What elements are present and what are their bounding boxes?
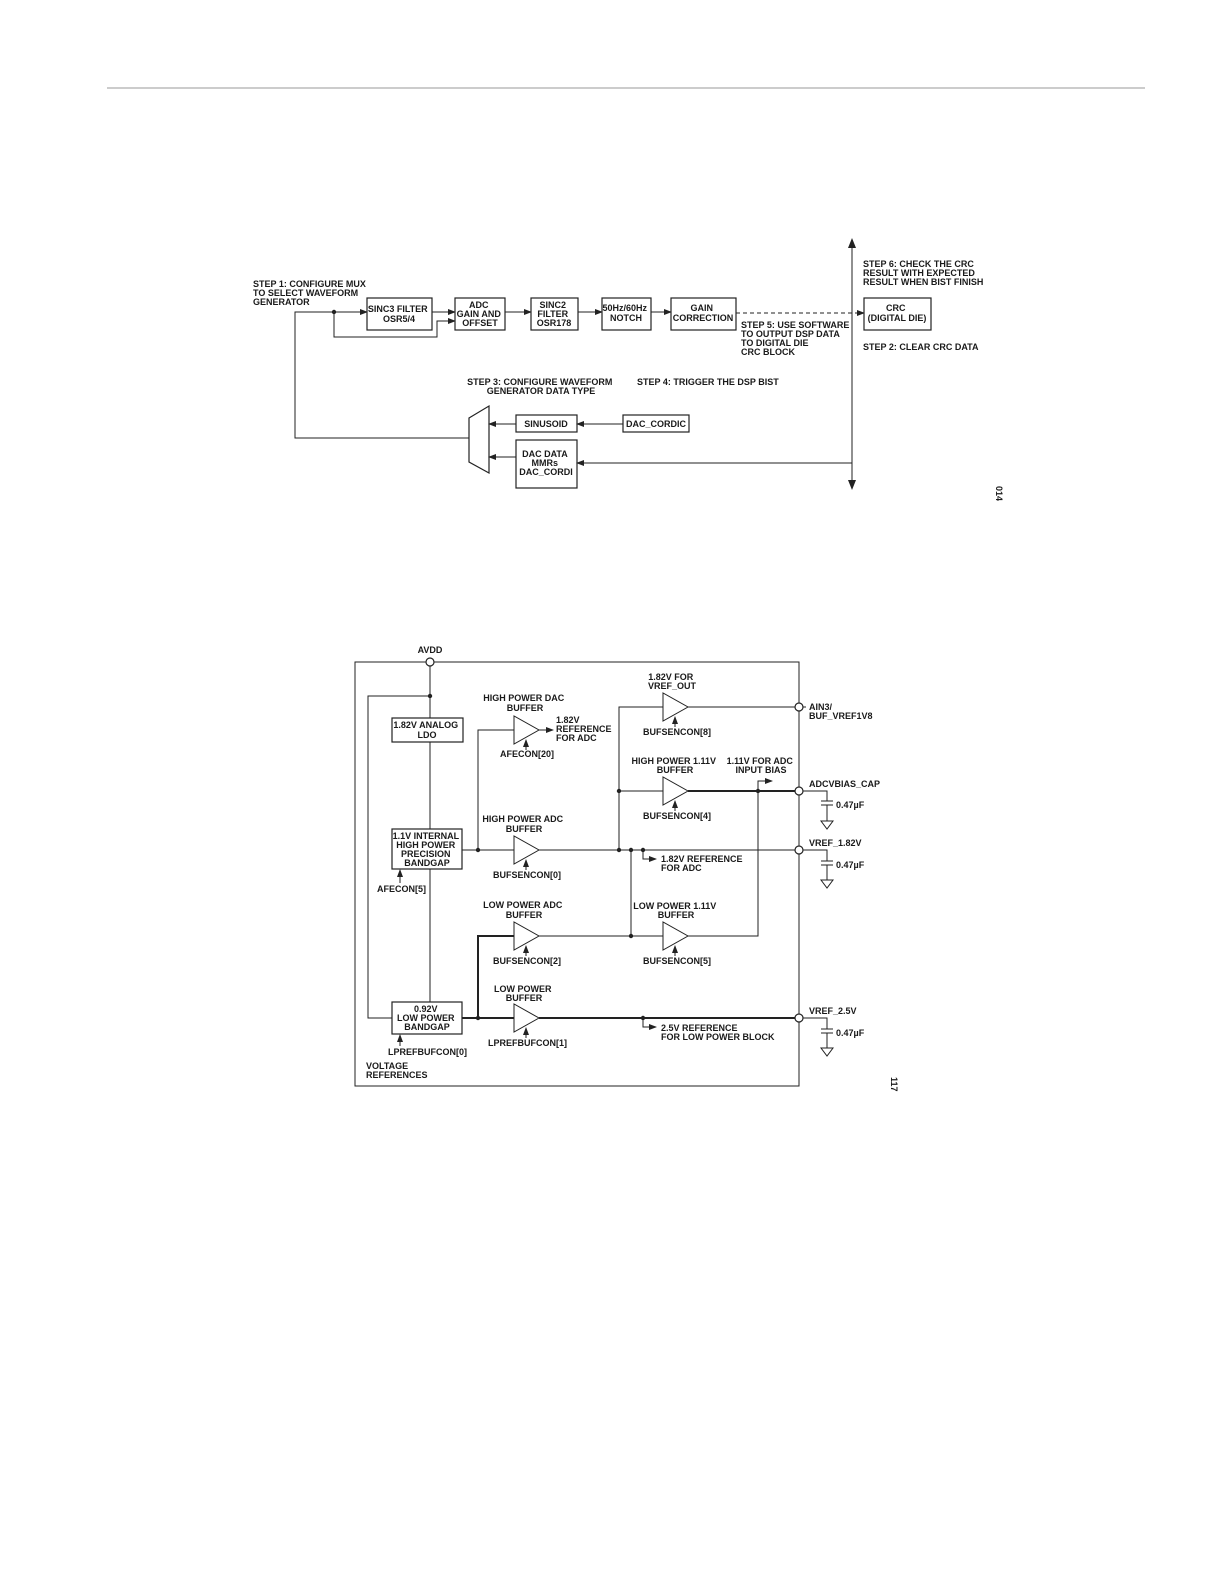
adcvbias-pin — [794, 786, 804, 796]
ground-icon — [820, 1047, 834, 1057]
voltage-references-boundary — [354, 661, 800, 1087]
bufsencon8-label: BUFSENCON[8] — [643, 727, 711, 737]
ain3-pin-label: AIN3/ BUF_VREF1V8 — [809, 702, 873, 721]
ground-icon — [820, 879, 834, 889]
lp-buffer-label: LOW POWER BUFFER — [494, 984, 554, 1003]
vref-out-label: 1.82V FOR VREF_OUT — [648, 672, 697, 691]
adc-gain-offset-label: ADC GAIN AND OFFSET — [457, 300, 504, 328]
gain-correction-block — [670, 297, 737, 331]
mux-block — [468, 404, 490, 475]
ref-182-adc-mid-label: 1.82V REFERENCE FOR ADC — [661, 854, 745, 873]
avdd-label: AVDD — [418, 645, 443, 655]
vref-182-pin-label: VREF_1.82V — [809, 838, 862, 848]
step4-label: STEP 4: TRIGGER THE DSP BIST — [637, 377, 779, 387]
step2-label: STEP 2: CLEAR CRC DATA — [863, 342, 979, 352]
hp-dac-buffer-amp — [513, 715, 541, 745]
sinc3-filter-block — [366, 297, 433, 331]
bufsencon2-label: BUFSENCON[2] — [493, 956, 561, 966]
dac-data-mmr-label: DAC DATA MMRs DAC_CORDI — [519, 449, 573, 477]
afecon20-label: AFECON[20] — [500, 749, 554, 759]
gain-correction-label: GAIN CORRECTION — [673, 303, 734, 323]
lp-bandgap-block — [391, 1001, 463, 1035]
hp-111v-buffer-amp — [662, 776, 690, 806]
afecon5-label: AFECON[5] — [377, 884, 426, 894]
step1-label: STEP 1: CONFIGURE MUX TO SELECT WAVEFORM… — [253, 279, 368, 307]
hp-bandgap-block — [391, 828, 463, 870]
vref-diagram: AVDD 1.82V ANALOG LDO 1.1V INTERNAL HIGH… — [354, 645, 899, 1092]
bufsencon5-label: BUFSENCON[5] — [643, 956, 711, 966]
hp-adc-buffer-amp — [513, 835, 541, 865]
adcvbias-pin-label: ADCVBIAS_CAP — [809, 779, 880, 789]
adc-gain-offset-block — [454, 297, 506, 331]
bufsencon4-label: BUFSENCON[4] — [643, 811, 711, 821]
sinc2-filter-block — [530, 297, 579, 331]
avdd-pin — [425, 657, 435, 667]
dac-cordic-label: DAC_CORDIC — [626, 419, 687, 429]
vref-out-buffer-amp — [662, 692, 690, 722]
hp-adc-buffer-label: HIGH POWER ADC BUFFER — [482, 814, 565, 834]
hp-dac-buffer-label: HIGH POWER DAC BUFFER — [483, 693, 567, 713]
vref-figure-id: 117 — [889, 1077, 899, 1092]
sinc3-filter-label: SINC3 FILTER OSR5/4 — [368, 304, 430, 324]
analog-ldo-block — [391, 717, 464, 743]
lp-buffer-amp — [513, 1003, 541, 1033]
step5-label: STEP 5: USE SOFTWARE TO OUTPUT DSP DATA … — [741, 320, 852, 357]
sinusoid-label: SINUSOID — [524, 419, 568, 429]
lp-adc-buffer-label: LOW POWER ADC BUFFER — [483, 900, 565, 920]
lp-111v-buffer-amp — [662, 921, 690, 951]
dac-data-mmr-block — [515, 439, 578, 489]
hp-111v-buffer-label: HIGH POWER 1.11V BUFFER — [631, 756, 718, 775]
vref-182-pin — [794, 845, 804, 855]
vref-25-pin-label: VREF_2.5V — [809, 1006, 857, 1016]
cap-label-3: 0.47µF — [836, 1028, 865, 1038]
crc-label: CRC (DIGITAL DIE) — [868, 303, 927, 323]
crc-block — [863, 297, 932, 331]
step3-label: STEP 3: CONFIGURE WAVEFORM GENERATOR DAT… — [467, 377, 615, 396]
step6-label: STEP 6: CHECK THE CRC RESULT WITH EXPECT… — [863, 259, 983, 287]
cap-label-1: 0.47µF — [836, 800, 865, 810]
hp-bandgap-label: 1.1V INTERNAL HIGH POWER PRECISION BANDG… — [393, 831, 462, 868]
lprefbufcon0-label: LPREFBUFCON[0] — [388, 1047, 467, 1057]
ref-25-label: 2.5V REFERENCE FOR LOW POWER BLOCK — [661, 1023, 775, 1042]
lp-bandgap-label: 0.92V LOW POWER BANDGAP — [397, 1004, 457, 1032]
lp-111v-buffer-label: LOW POWER 1.11V BUFFER — [633, 901, 719, 920]
bist-diagram: STEP 1: CONFIGURE MUX TO SELECT WAVEFORM… — [253, 238, 1004, 501]
lprefbufcon1-label: LPREFBUFCON[1] — [488, 1038, 567, 1048]
vref-25-pin — [794, 1013, 804, 1023]
ain3-pin — [794, 702, 804, 712]
ref-182-adc-top-label: 1.82V REFERENCE FOR ADC — [556, 715, 614, 743]
lp-adc-buffer-amp — [513, 921, 541, 951]
analog-ldo-label: 1.82V ANALOG LDO — [393, 720, 460, 740]
cap-label-2: 0.47µF — [836, 860, 865, 870]
notch-filter-block — [601, 297, 652, 331]
bias-111-label: 1.11V FOR ADC INPUT BIAS — [727, 756, 796, 775]
ground-icon — [820, 820, 834, 830]
voltage-references-label: VOLTAGE REFERENCES — [366, 1061, 428, 1080]
sinc2-filter-label: SINC2 FILTER OSR178 — [537, 300, 572, 328]
bist-figure-id: 014 — [994, 486, 1004, 501]
bufsencon0-label: BUFSENCON[0] — [493, 870, 561, 880]
notch-filter-label: 50Hz/60Hz NOTCH — [602, 303, 649, 323]
